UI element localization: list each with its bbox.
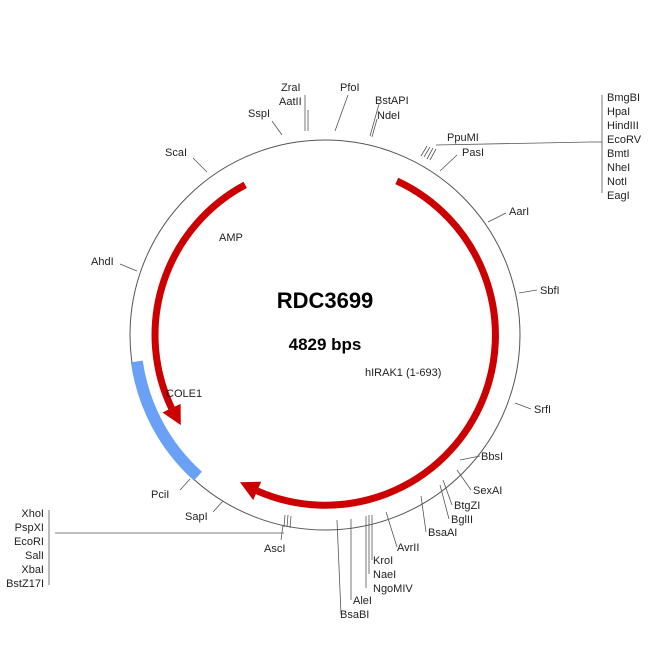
site-label-bsaai[interactable]: BsaAI xyxy=(428,527,457,539)
cluster-right-tick-1 xyxy=(420,145,428,157)
site-tick-ndei xyxy=(371,118,378,138)
site-tick-bglii xyxy=(439,484,450,520)
cluster-right-lines xyxy=(420,95,603,193)
site-label-pfoi[interactable]: PfoI xyxy=(340,82,360,94)
site-label-bstz17i[interactable]: BstZ17I xyxy=(6,578,44,590)
site-label-ecori[interactable]: EcoRI xyxy=(14,536,44,548)
site-lines-layer xyxy=(119,94,538,615)
feature-cole1-label: COLE1 xyxy=(166,388,202,400)
site-label-sbfi[interactable]: SbfI xyxy=(540,285,560,297)
plasmid-name: RDC3699 xyxy=(277,288,374,313)
feature-cole1-block[interactable] xyxy=(130,360,202,481)
features-layer: hIRAK1 (1-693) AMP COLE1 xyxy=(130,177,499,509)
site-tick-bsabi xyxy=(336,519,342,615)
site-label-bmti[interactable]: BmtI xyxy=(607,148,630,160)
cluster-right-tick-4 xyxy=(429,148,437,161)
site-label-btgzi[interactable]: BtgZI xyxy=(454,500,480,512)
cluster-left-lines xyxy=(48,510,292,585)
site-label-zrai[interactable]: ZraI xyxy=(281,82,301,94)
plasmid-backbone xyxy=(129,139,521,531)
site-label-alei[interactable]: AleI xyxy=(353,595,372,607)
site-label-ecorv[interactable]: EcoRV xyxy=(607,134,642,146)
site-label-nhei[interactable]: NheI xyxy=(607,162,630,174)
site-tick-srfi xyxy=(514,402,532,410)
site-label-sspi[interactable]: SspI xyxy=(248,108,270,120)
site-label-eagi[interactable]: EagI xyxy=(607,190,630,202)
cluster-right-leader xyxy=(435,141,591,146)
site-label-bstapi[interactable]: BstAPI xyxy=(375,95,409,107)
site-tick-pfoi xyxy=(334,94,349,132)
site-label-ndei[interactable]: NdeI xyxy=(377,110,400,122)
feature-hirak1-arrowhead xyxy=(240,481,262,501)
site-label-aari[interactable]: AarI xyxy=(509,206,529,218)
site-label-hindiii[interactable]: HindIII xyxy=(607,120,639,132)
site-label-kroi[interactable]: KroI xyxy=(373,555,393,567)
cluster-right-tick-3 xyxy=(426,147,434,160)
site-tick-aari xyxy=(487,212,507,223)
site-label-bmgbi[interactable]: BmgBI xyxy=(607,92,640,104)
site-label-ngomiv[interactable]: NgoMIV xyxy=(373,583,413,595)
site-label-hpai[interactable]: HpaI xyxy=(607,106,630,118)
site-label-xbai[interactable]: XbaI xyxy=(21,564,44,576)
site-label-ppumi[interactable]: PpuMI xyxy=(447,132,479,144)
site-tick-asci xyxy=(280,524,284,541)
feature-amp-arrow[interactable] xyxy=(151,181,247,410)
site-label-pasi[interactable]: PasI xyxy=(462,147,484,159)
site-tick-bsaai xyxy=(420,495,427,533)
site-tick-btgzi xyxy=(442,479,453,506)
site-labels-layer: ZraI AatII PfoI BstAPI NdeI SspI ScaI Ah… xyxy=(91,82,560,621)
cluster-left-tick-1 xyxy=(283,514,286,528)
site-tick-pcii xyxy=(179,478,191,491)
site-label-noti[interactable]: NotI xyxy=(607,176,627,188)
site-label-naei[interactable]: NaeI xyxy=(373,569,396,581)
site-label-avrii[interactable]: AvrII xyxy=(397,542,419,554)
feature-amp-arrowhead xyxy=(162,403,181,426)
site-tick-sbfi xyxy=(518,289,538,294)
site-label-aatii[interactable]: AatII xyxy=(279,96,302,108)
site-label-asci[interactable]: AscI xyxy=(264,543,285,555)
site-tick-pasi xyxy=(439,154,458,172)
site-tick-sspi xyxy=(271,120,283,136)
site-label-pcii[interactable]: PciI xyxy=(151,489,169,501)
site-tick-ahdi xyxy=(119,263,138,272)
site-label-pspxi[interactable]: PspXI xyxy=(15,522,44,534)
site-label-srfi[interactable]: SrfI xyxy=(534,404,551,416)
site-tick-scai xyxy=(192,157,208,173)
site-label-bsabi[interactable]: BsaBI xyxy=(340,609,369,621)
cluster-left-tick-2 xyxy=(286,514,289,528)
feature-amp-label: AMP xyxy=(219,232,243,244)
site-tick-avrii xyxy=(385,511,398,548)
site-tick-sapi xyxy=(212,500,224,513)
site-label-scai[interactable]: ScaI xyxy=(165,147,187,159)
cluster-right-tick-2 xyxy=(423,146,431,158)
site-label-sali[interactable]: SalI xyxy=(25,550,44,562)
feature-hirak1-arrow[interactable] xyxy=(255,177,499,509)
site-label-xhoi[interactable]: XhoI xyxy=(21,508,44,520)
site-tick-sexai xyxy=(456,469,472,491)
site-label-ahdi[interactable]: AhdI xyxy=(91,256,114,268)
feature-hirak1-label: hIRAK1 (1-693) xyxy=(365,367,441,379)
site-label-bbsi[interactable]: BbsI xyxy=(481,451,503,463)
cluster-left-tick-3 xyxy=(289,515,292,529)
site-label-bglii[interactable]: BglII xyxy=(451,514,473,526)
plasmid-size: 4829 bps xyxy=(289,335,362,354)
cluster-left-labels: XhoI PspXI EcoRI SalI XbaI BstZ17I xyxy=(6,508,44,590)
site-label-sexai[interactable]: SexAI xyxy=(473,485,502,497)
site-label-sapi[interactable]: SapI xyxy=(185,511,208,523)
site-tick-bbsi xyxy=(459,455,481,461)
cluster-right-labels: BmgBI HpaI HindIII EcoRV BmtI NheI NotI … xyxy=(607,92,642,202)
site-tick-bstapi xyxy=(369,103,380,137)
